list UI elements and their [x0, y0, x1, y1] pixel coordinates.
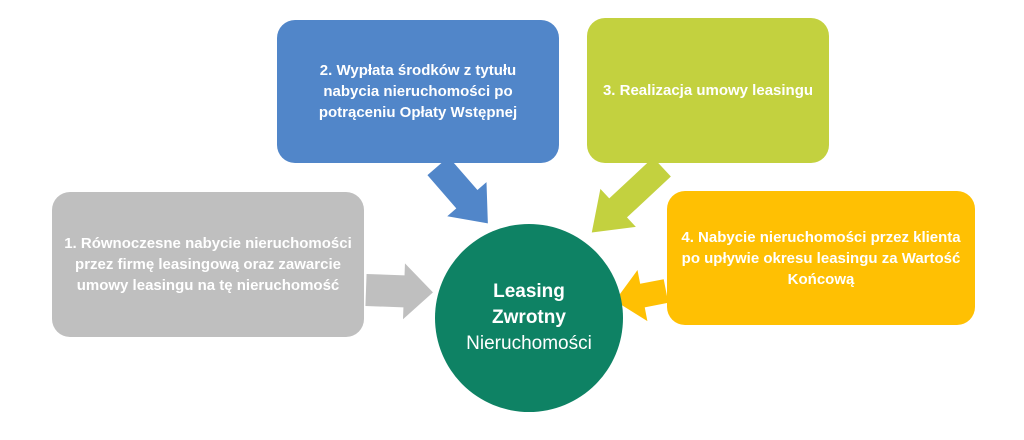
arrow-step1-to-center	[365, 263, 433, 320]
node-step-2-label: 2. Wypłata środków z tytułu nabycia nier…	[318, 62, 518, 121]
node-step-4-label: 4. Nabycie nieruchomości przez klienta p…	[681, 228, 961, 288]
node-step-2: 2. Wypłata środków z tytułu nabycia nier…	[277, 20, 559, 163]
node-step-3: 3. Realizacja umowy leasingu	[587, 18, 829, 163]
arrow-step3-to-center	[591, 157, 671, 233]
center-hub-line2: Zwrotny	[492, 307, 566, 328]
center-hub-line3: Nieruchomości	[466, 333, 592, 354]
node-step-1-label: 1. Równoczesne nabycie nieruchomości prz…	[64, 235, 352, 294]
node-step-1: 1. Równoczesne nabycie nieruchomości prz…	[52, 192, 364, 337]
center-hub-line1: Leasing	[493, 281, 565, 302]
center-hub: Leasing Zwrotny Nieruchomości	[435, 224, 623, 412]
node-step-3-label: 3. Realizacja umowy leasingu	[602, 82, 814, 99]
node-step-4: 4. Nabycie nieruchomości przez klienta p…	[667, 191, 975, 325]
